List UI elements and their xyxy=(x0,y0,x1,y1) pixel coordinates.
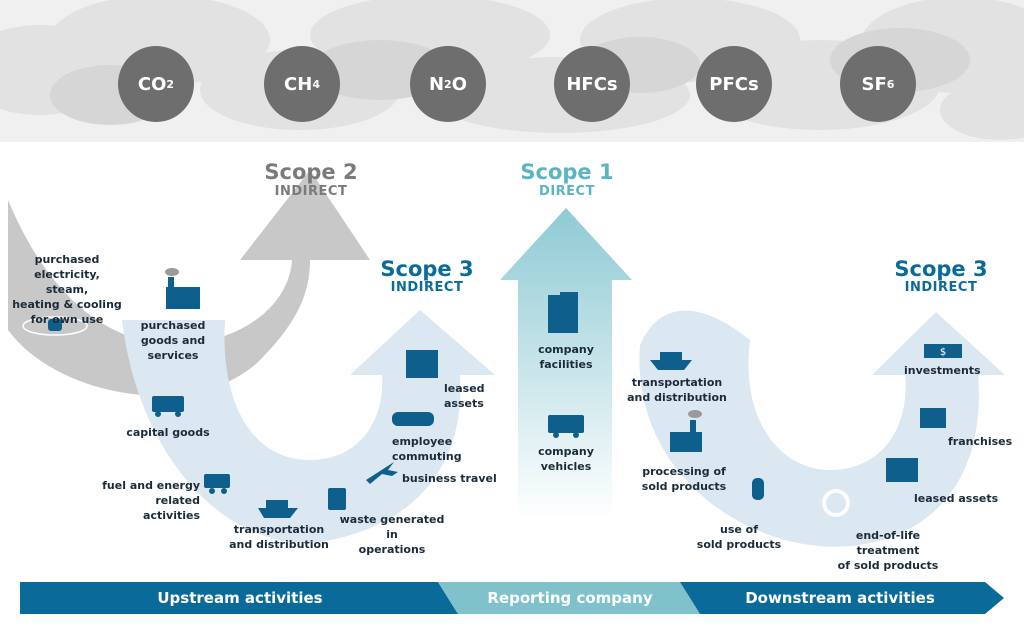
scope3-downstream-arrow xyxy=(639,310,1005,547)
scope3-downstream-title: Scope 3 xyxy=(894,257,988,281)
scope3-downstream-subtitle: INDIRECT xyxy=(904,280,978,295)
reporting-company-label: Reporting company xyxy=(487,589,653,607)
transport-downstream-label: transportation and distribution xyxy=(627,376,727,404)
truck-icon xyxy=(152,396,184,417)
investments-label: investments xyxy=(904,364,981,377)
ship-icon xyxy=(258,500,298,518)
scope2-title: Scope 2 xyxy=(264,160,358,184)
use-of-products-label: use of sold products xyxy=(696,523,782,551)
franchises-label: franchises xyxy=(948,435,1013,448)
scope3-upstream-subtitle: INDIRECT xyxy=(390,280,464,295)
leased-assets-upstream-label: leased assets xyxy=(444,382,485,410)
ship-downstream-icon xyxy=(650,352,692,370)
recycle-icon xyxy=(822,489,850,517)
building-icon xyxy=(406,350,438,378)
purchased-goods-label: purchased goods and services xyxy=(140,319,206,362)
store-icon xyxy=(920,408,946,428)
leased-assets-downstream-label: leased assets xyxy=(914,492,999,505)
plug-icon xyxy=(22,316,88,336)
svg-text:$: $ xyxy=(940,347,946,358)
building-downstream-icon xyxy=(886,458,918,482)
processing-label: processing of sold products xyxy=(641,465,727,493)
fuel-energy-label: fuel and energy related activities xyxy=(102,479,200,522)
company-truck-icon xyxy=(548,415,584,438)
waste-label: waste generated in operations xyxy=(339,513,445,556)
transport-upstream-label: transportation and distribution xyxy=(229,523,329,551)
train-icon xyxy=(392,412,434,426)
scope1-subtitle: DIRECT xyxy=(539,184,595,199)
company-building-icon xyxy=(548,292,578,333)
waste-bin-icon xyxy=(328,488,346,510)
scope1-title: Scope 1 xyxy=(520,160,614,184)
upstream-activities-label: Upstream activities xyxy=(157,589,323,607)
company-facilities-label: company facilities xyxy=(538,343,594,371)
airplane-icon xyxy=(366,462,398,484)
money-icon: $ xyxy=(924,344,962,358)
scope2-subtitle: INDIRECT xyxy=(274,184,348,199)
scope3-upstream-title: Scope 3 xyxy=(380,257,474,281)
scope2-arrow xyxy=(8,170,370,396)
factory-icon xyxy=(165,268,200,309)
end-of-life-label: end-of-life treatment of sold products xyxy=(837,529,939,572)
downstream-activities-label: Downstream activities xyxy=(745,589,935,607)
scope1-arrow xyxy=(500,208,632,520)
purchased-electricity-label: purchased electricity, steam, heating & … xyxy=(12,253,122,326)
capital-goods-label: capital goods xyxy=(126,426,210,439)
gas-hfcs-circle: HFCs xyxy=(554,46,630,122)
gas-pfcs-circle: PFCs xyxy=(696,46,772,122)
employee-commuting-label: employee commuting xyxy=(392,435,462,463)
company-vehicles-label: company vehicles xyxy=(538,445,594,473)
factory-downstream-icon xyxy=(670,410,702,452)
light-bulb-icon xyxy=(752,478,764,500)
business-travel-label: business travel xyxy=(402,472,497,485)
activity-band xyxy=(20,582,1004,614)
coal-cart-icon xyxy=(204,474,230,494)
